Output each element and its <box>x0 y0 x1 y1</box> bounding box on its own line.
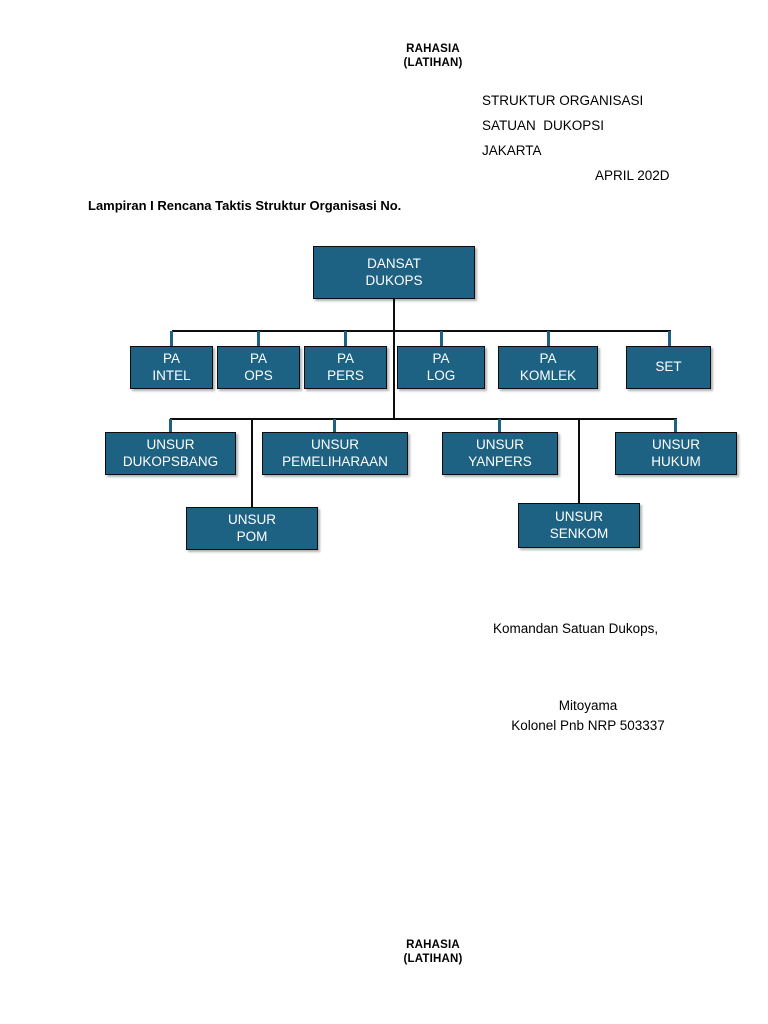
connector-stub-pa-komlek <box>547 331 550 346</box>
org-node-pa-log[interactable]: PA LOG <box>397 346 485 389</box>
header-unit-name: SATUAN DUKOPSI <box>482 118 605 133</box>
org-node-pa-ops[interactable]: PA OPS <box>217 346 300 389</box>
connector-stub-unsur-pemeliharaan <box>333 419 336 432</box>
connector-stub-pa-intel <box>170 331 173 346</box>
org-node-unsur-dukopsbang[interactable]: UNSUR DUKOPSBANG <box>105 432 236 475</box>
connector-bus-level2 <box>172 330 671 332</box>
classification-marking-bottom: RAHASIA (LATIHAN) <box>403 939 463 965</box>
connector-branch-unsur-pom <box>251 419 253 507</box>
signature-rank: Kolonel Pnb NRP 503337 <box>511 718 665 733</box>
connector-stub-unsur-yanpers <box>498 419 501 432</box>
connector-branch-unsur-senkom <box>578 419 580 503</box>
org-node-dansat[interactable]: DANSAT DUKOPS <box>313 246 475 299</box>
org-node-unsur-pemeliharaan[interactable]: UNSUR PEMELIHARAAN <box>262 432 408 475</box>
connector-stub-unsur-dukopsbang <box>169 419 172 432</box>
org-node-set[interactable]: SET <box>626 346 711 389</box>
signature-title: Komandan Satuan Dukops, <box>493 621 659 636</box>
header-organization-title: STRUKTUR ORGANISASI <box>482 93 644 108</box>
connector-bus-level3 <box>170 418 677 420</box>
org-node-pa-pers[interactable]: PA PERS <box>304 346 387 389</box>
attachment-reference-label: Lampiran I Rencana Taktis Struktur Organ… <box>88 198 402 213</box>
org-node-unsur-pom[interactable]: UNSUR POM <box>186 507 318 550</box>
org-node-unsur-senkom[interactable]: UNSUR SENKOM <box>518 503 640 548</box>
connector-stub-pa-log <box>440 331 443 346</box>
signature-name: Mitoyama <box>558 698 618 713</box>
org-node-pa-komlek[interactable]: PA KOMLEK <box>498 346 598 389</box>
org-node-unsur-yanpers[interactable]: UNSUR YANPERS <box>442 432 558 475</box>
classification-marking-top: RAHASIA (LATIHAN) <box>403 43 463 69</box>
org-node-pa-intel[interactable]: PA INTEL <box>130 346 213 389</box>
org-node-unsur-hukum[interactable]: UNSUR HUKUM <box>615 432 737 475</box>
connector-stub-unsur-hukum <box>674 419 677 432</box>
header-location: JAKARTA <box>482 143 542 158</box>
connector-spine-main <box>393 299 395 419</box>
connector-stub-pa-pers <box>344 331 347 346</box>
connector-stub-pa-ops <box>257 331 260 346</box>
header-date: APRIL 202D <box>595 168 670 183</box>
connector-stub-set <box>668 331 671 346</box>
